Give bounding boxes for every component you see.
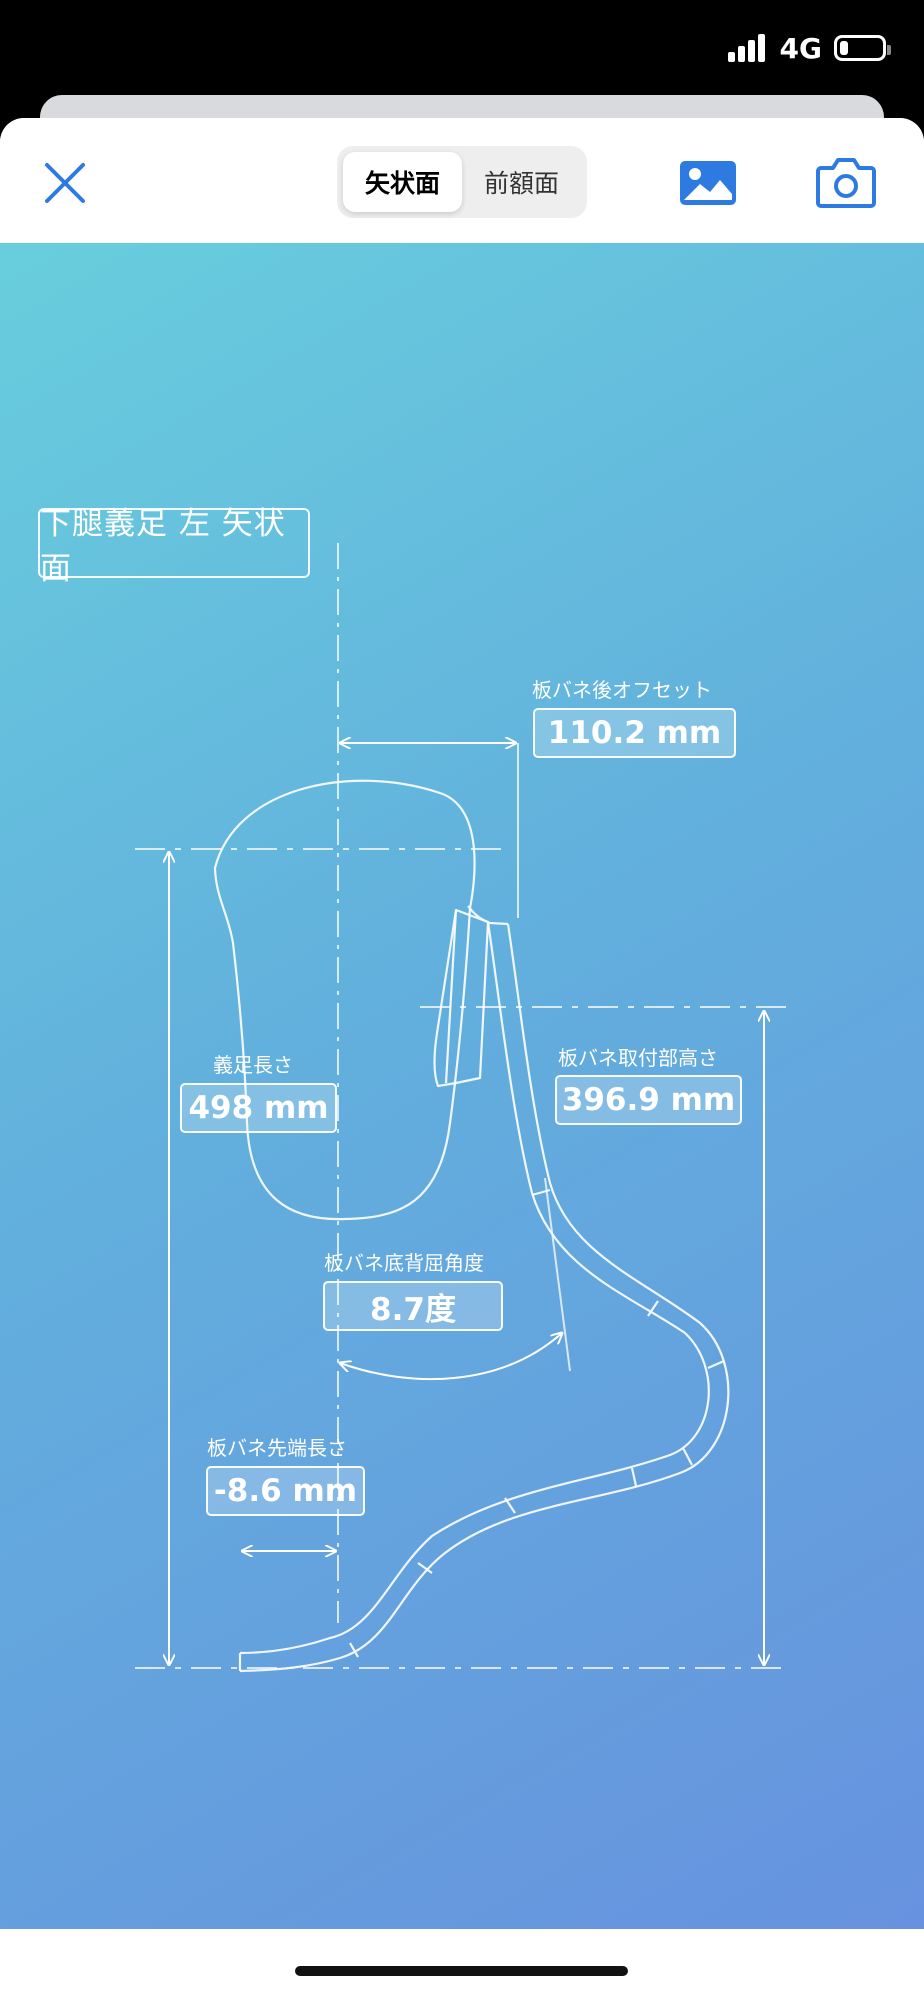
socket-outline	[213, 779, 476, 1221]
prosthesis-drawing	[135, 543, 790, 1673]
mount-height-label: 板バネ取付部高さ	[558, 1046, 718, 1070]
view-segmented-control: 矢状面 前額面	[337, 146, 587, 218]
signal-bars-icon	[727, 34, 765, 62]
blade-spring-inner	[239, 921, 710, 1655]
tab-sagittal[interactable]: 矢状面	[343, 152, 462, 212]
angle-reference-line	[544, 1177, 571, 1372]
prosthesis-length-label: 義足長さ	[213, 1053, 293, 1077]
dorsiflexion-angle-label: 板バネ底背屈角度	[324, 1251, 484, 1275]
tip-length-value: -8.6 mm	[206, 1466, 365, 1516]
modal-sheet: 矢状面 前額面	[0, 118, 924, 2000]
blade-spring-outer	[239, 923, 730, 1673]
battery-fill	[840, 41, 848, 55]
prosthesis-length-value: 498 mm	[180, 1083, 337, 1133]
rear-offset-label: 板バネ後オフセット	[532, 678, 712, 702]
rear-offset-value: 110.2 mm	[533, 708, 736, 758]
drawing-title: 下腿義足 左 矢状面	[38, 506, 310, 587]
dorsiflexion-angle-value: 8.7度	[323, 1281, 503, 1331]
mount-height-value: 396.9 mm	[555, 1075, 742, 1125]
image-button[interactable]	[678, 158, 738, 208]
network-label: 4G	[779, 31, 822, 65]
toolbar: 矢状面 前額面	[0, 118, 924, 243]
close-icon	[45, 163, 85, 203]
socket-connector	[467, 905, 509, 926]
status-bar: 4G	[0, 0, 924, 100]
home-area	[0, 1929, 924, 2000]
camera-icon	[816, 158, 876, 208]
close-button[interactable]	[40, 158, 90, 208]
battery-icon	[834, 35, 891, 61]
image-icon	[680, 161, 736, 205]
status-indicators: 4G	[727, 28, 891, 68]
dorsiflexion-angle-arc	[340, 1333, 562, 1380]
pylon-block	[433, 908, 490, 1088]
tip-length-label: 板バネ先端長さ	[207, 1436, 347, 1460]
blueprint-canvas: 下腿義足 左 矢状面 板バネ後オフセット 110.2 mm 義足長さ 498 m…	[0, 243, 924, 1929]
home-indicator[interactable]	[295, 1966, 628, 1976]
camera-button[interactable]	[815, 154, 877, 210]
tab-frontal[interactable]: 前額面	[483, 169, 559, 198]
